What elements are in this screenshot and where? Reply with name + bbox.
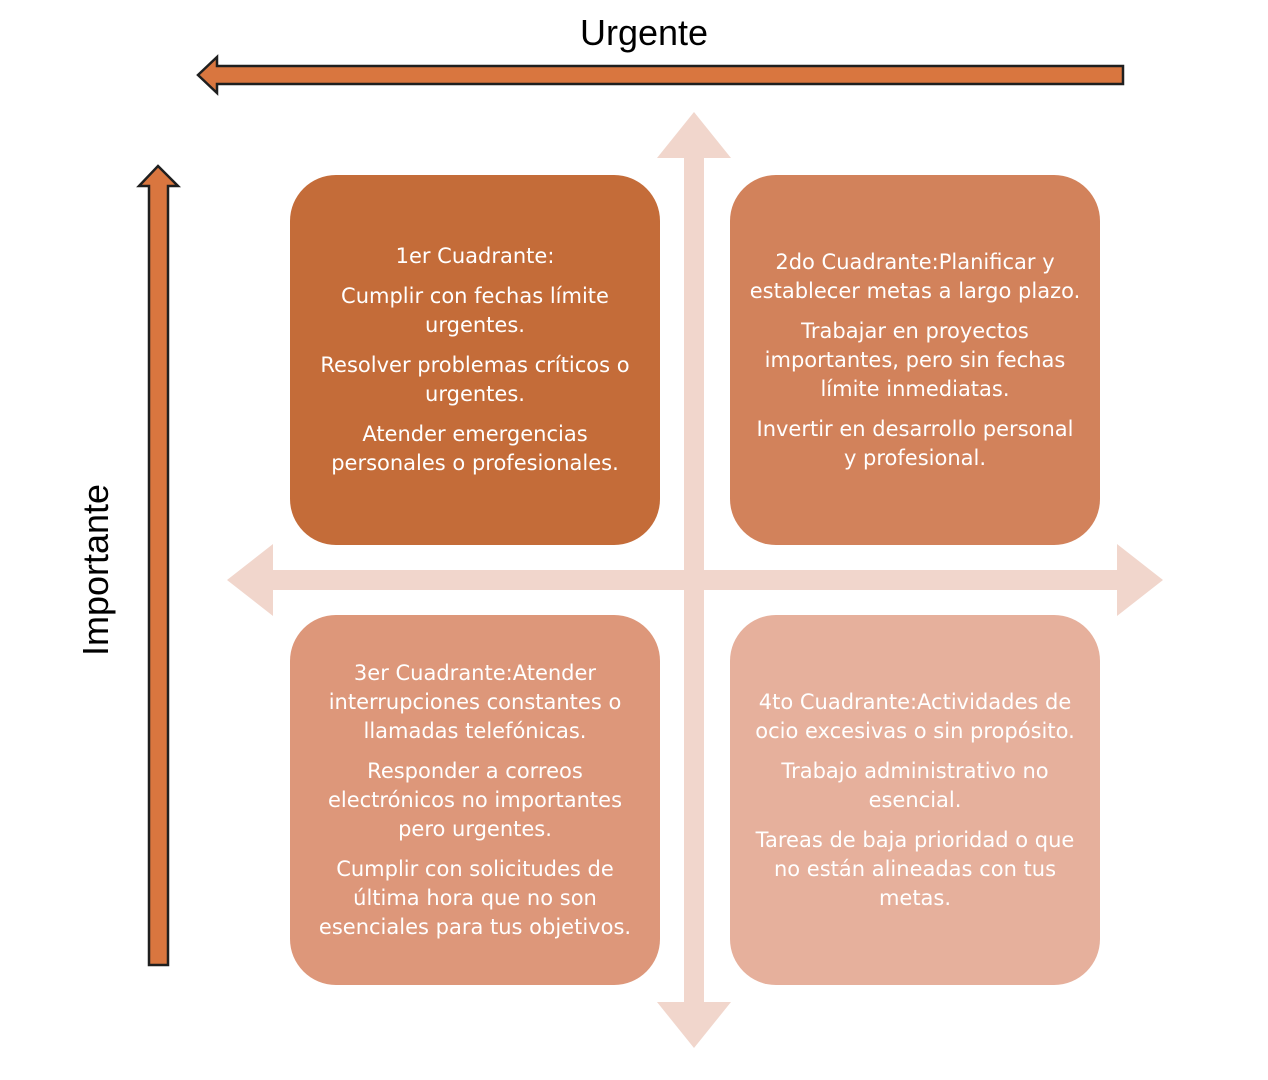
cross-arrow-horizontal: [227, 544, 1163, 616]
quadrant-4-title: 4to Cuadrante:Actividades de ocio excesi…: [755, 689, 1075, 743]
quadrant-1-item: Atender emergencias personales o profesi…: [331, 422, 619, 475]
quadrant-1: 1er Cuadrante: Cumplir con fechas límite…: [290, 175, 660, 545]
quadrant-3-item: Responder a correos electrónicos no impo…: [327, 758, 623, 841]
quadrant-3-title: 3er Cuadrante:Atender interrupciones con…: [328, 660, 622, 743]
quadrant-1-item: Cumplir con fechas límite urgentes.: [341, 284, 609, 337]
quadrant-1-title: 1er Cuadrante:: [395, 244, 555, 268]
quadrant-4-item: Trabajo administrativo no esencial.: [781, 758, 1049, 812]
quadrant-2-title: 2do Cuadrante:Planificar y establecer me…: [749, 249, 1081, 303]
quadrant-4: 4to Cuadrante:Actividades de ocio excesi…: [730, 615, 1100, 985]
quadrant-4-item: Tareas de baja prioridad o que no están …: [755, 827, 1075, 910]
quadrant-2-item: Invertir en desarrollo personal y profes…: [756, 416, 1074, 470]
urgent-axis-label: Urgente: [580, 12, 709, 53]
quadrant-2: 2do Cuadrante:Planificar y establecer me…: [730, 175, 1100, 545]
quadrant-3-item: Cumplir con solicitudes de última hora q…: [318, 856, 632, 939]
important-axis-arrow: [136, 164, 182, 967]
quadrant-1-item: Resolver problemas críticos o urgentes.: [320, 353, 630, 406]
important-axis-label: Importante: [75, 483, 116, 657]
quadrant-3: 3er Cuadrante:Atender interrupciones con…: [290, 615, 660, 985]
urgent-axis-arrow: [196, 54, 1125, 96]
quadrant-2-item: Trabajar en proyectos importantes, pero …: [764, 318, 1066, 401]
